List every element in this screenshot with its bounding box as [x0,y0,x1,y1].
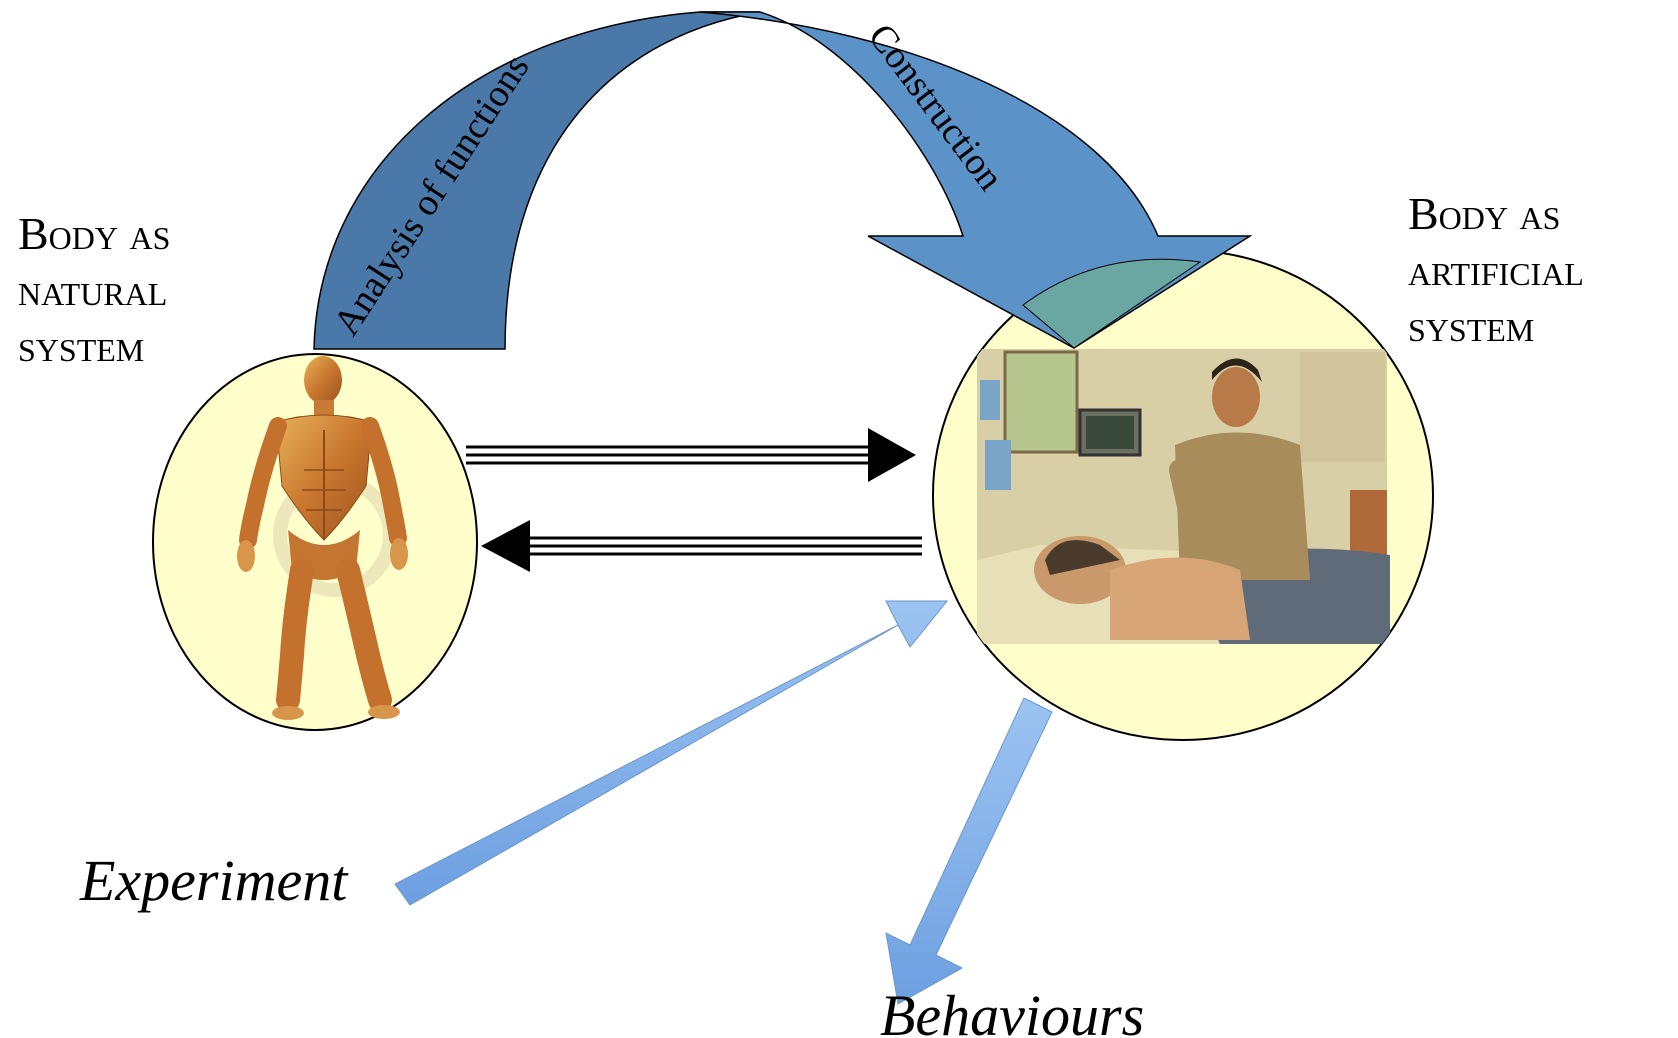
experiment-arrow [394,600,949,906]
behaviours-label: Behaviours [880,983,1144,1038]
backward-double-arrow [481,520,922,572]
forward-double-arrow [466,428,916,482]
natural-system-ellipse [152,353,478,731]
patient-simulator-photo [977,349,1390,644]
analysis-construction-curved-arrow: Analysis of functions Construction [313,11,1253,350]
natural-label-line-3: system [18,320,144,371]
natural-system-label: Body as natural system [18,208,182,371]
behaviours-arrow [885,697,1053,1005]
arrowhead-overlap-region [1022,258,1202,349]
natural-label-line-1: Body as [18,208,170,259]
experiment-label: Experiment [79,848,349,913]
anatomy-figure-image [237,356,408,720]
artificial-system-label: Body as artificial system [1408,188,1595,351]
artificial-label-line-3: system [1408,300,1534,351]
natural-label-line-2: natural [18,264,167,315]
natural-system-node [152,353,478,731]
artificial-system-node [932,249,1434,741]
artificial-label-line-1: Body as [1408,188,1560,239]
artificial-label-line-2: artificial [1408,244,1584,295]
